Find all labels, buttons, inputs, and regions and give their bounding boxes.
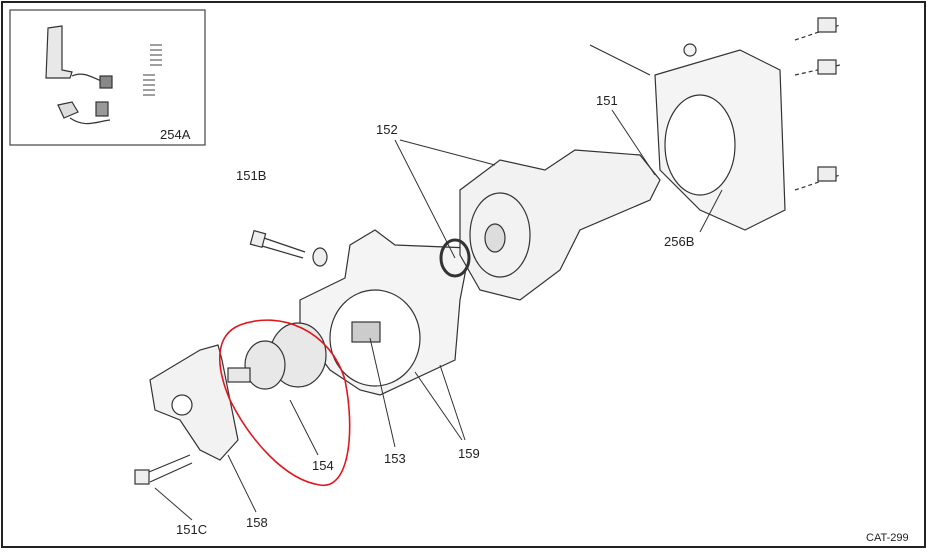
label-158: 158: [246, 515, 268, 530]
catalog-code: CAT-299: [866, 532, 909, 544]
drive-gear-154: [227, 322, 327, 390]
brush-assembly-inset: [45, 25, 162, 125]
inset-box: [9, 9, 206, 146]
label-159: 159: [458, 446, 480, 461]
label-154: 154: [312, 458, 334, 473]
bolt-151c: [134, 454, 193, 485]
inset-label-254a: 254A: [160, 127, 191, 142]
highlight-circle: [219, 319, 351, 486]
label-152: 152: [376, 122, 398, 137]
label-151b: 151B: [236, 168, 267, 183]
label-153: 153: [384, 451, 406, 466]
gear-housing-159: [299, 229, 471, 396]
end-cover-158: [149, 344, 239, 461]
label-151c: 151C: [176, 522, 208, 537]
label-151: 151: [596, 93, 618, 108]
leader-lines: [154, 109, 723, 521]
bolt-151b: [249, 229, 328, 267]
label-256b: 256B: [664, 234, 695, 249]
mounting-bracket-256b: [589, 17, 841, 231]
starter-motor-152: [439, 149, 661, 301]
